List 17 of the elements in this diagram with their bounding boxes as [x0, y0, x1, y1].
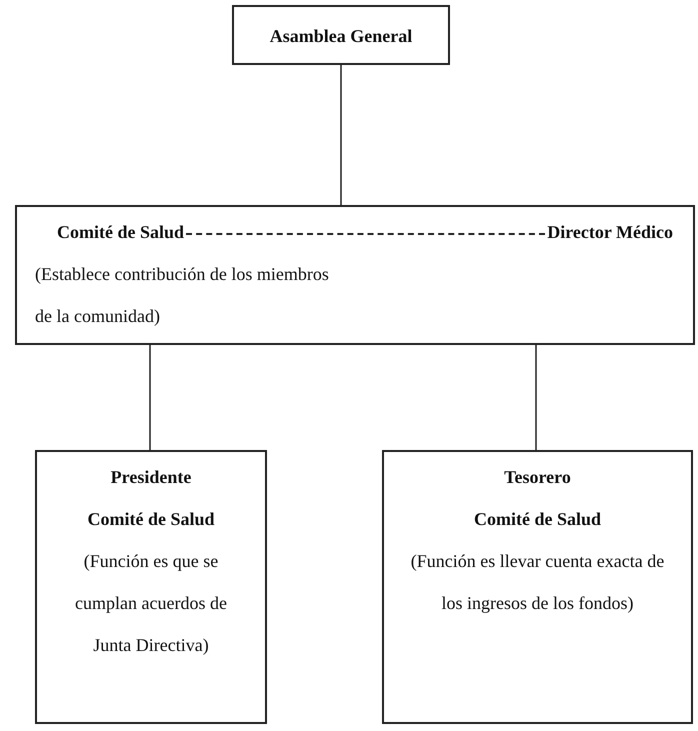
box-title: Director Médico: [547, 221, 673, 244]
box-subtitle: Comité de Salud: [474, 508, 601, 531]
description-text: (Función es llevar cuenta exacta de los ingresos de los fondos): [410, 550, 666, 615]
box-title: Tesorero: [504, 466, 571, 489]
description-text: (Función es que se cumplan acuerdos de Junta Directiva): [74, 550, 228, 657]
box-title: Presidente: [110, 466, 192, 489]
box-subtitle: Comité de Salud: [87, 508, 214, 531]
connector-line: [149, 345, 151, 450]
description-text: (Establece contribución de los miembros de la comunidad): [35, 263, 330, 328]
box-title: Comité de Salud: [57, 221, 184, 244]
connector-line: [535, 345, 537, 450]
connector-line: [340, 65, 342, 205]
box-title: Asamblea General: [270, 25, 412, 48]
org-box: [232, 5, 450, 65]
org-box: [15, 205, 695, 345]
org-box: [382, 450, 693, 724]
org-box: [35, 450, 267, 724]
